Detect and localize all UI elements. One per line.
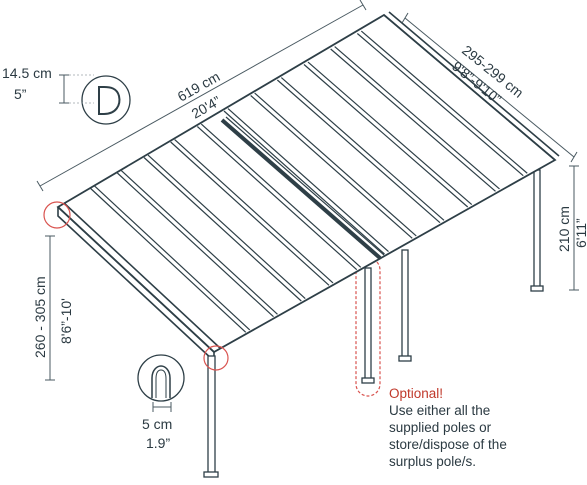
rear-height-cm: 210 cm <box>556 206 572 252</box>
roof-rib <box>303 64 469 208</box>
front-post <box>207 355 216 475</box>
post-section-detail: 5 cm 1.9” <box>137 354 185 451</box>
optional-note: Optional! Use either all the supplied po… <box>389 385 585 470</box>
post-foot <box>361 377 375 384</box>
note-title: Optional! <box>389 386 444 401</box>
roof-rib <box>254 92 417 237</box>
roof-rib <box>360 30 528 174</box>
roof-rib <box>250 95 413 239</box>
front-height-ft: 8'6”-10' <box>58 298 74 344</box>
gutter-profile-detail: 14.5 cm 5” <box>2 65 131 125</box>
gutter-profile-circle <box>81 75 131 125</box>
post-foot <box>203 471 219 478</box>
roof-panel-ribs <box>90 30 528 333</box>
rear-height-ft: 6'11” <box>573 218 587 248</box>
front-height-dim-line <box>45 235 55 381</box>
depth-dim-line <box>401 12 578 163</box>
note-line: supplied poles or <box>389 420 492 435</box>
center-beam-edge <box>225 116 385 256</box>
roof-rib <box>356 33 524 177</box>
front-posts <box>203 355 219 478</box>
optional-post <box>355 257 381 397</box>
roof-rib <box>280 77 445 221</box>
note-line: store/dispose of the <box>389 437 507 452</box>
rear-height-dim-line <box>569 165 579 291</box>
roof-rib <box>276 79 441 224</box>
rear-height-dimension: 210 cm 6'11” <box>556 165 587 291</box>
roof-rib <box>223 110 385 255</box>
front-height-dimension: 260 - 305 cm 8'6”-10' <box>32 235 74 381</box>
roof-rib <box>120 170 278 315</box>
post-foot <box>398 355 412 362</box>
roof-rib <box>307 61 473 206</box>
optional-pole <box>364 267 372 381</box>
corner-highlight-front <box>203 345 229 371</box>
roof-rib <box>196 126 358 271</box>
roof-rib <box>116 172 274 318</box>
roof-rib <box>147 154 306 300</box>
roof-rib <box>334 46 500 190</box>
roof-rib <box>174 139 334 284</box>
post-width-in: 1.9” <box>146 435 170 451</box>
roof-rib <box>94 185 251 331</box>
roof-rib <box>90 188 247 333</box>
note-line: Use either all the <box>389 403 491 418</box>
front-height-cm: 260 - 305 cm <box>32 276 48 358</box>
post-width-dim <box>152 402 172 412</box>
roof-rib <box>170 141 330 286</box>
post-width-cm: 5 cm <box>142 416 172 432</box>
roof-rib <box>330 48 496 192</box>
gutter-height-dim <box>59 74 69 104</box>
gutter-profile-icon <box>98 86 121 115</box>
post-foot <box>530 285 544 292</box>
center-beam <box>220 118 382 260</box>
roof-rib <box>143 157 302 302</box>
roof-rib <box>227 108 389 253</box>
corner-highlight-left <box>43 201 71 229</box>
rear-beam <box>383 11 560 161</box>
post-section-icon <box>151 365 171 398</box>
gutter-height-cm: 14.5 cm <box>2 65 52 81</box>
rear-post-middle <box>401 249 409 359</box>
length-dim-line <box>36 0 367 192</box>
roof <box>56 11 560 363</box>
roof-rib <box>200 123 362 268</box>
rear-post-right <box>533 169 541 289</box>
gutter-height-in: 5” <box>14 86 27 102</box>
note-line: surplus pole/s. <box>389 454 477 469</box>
